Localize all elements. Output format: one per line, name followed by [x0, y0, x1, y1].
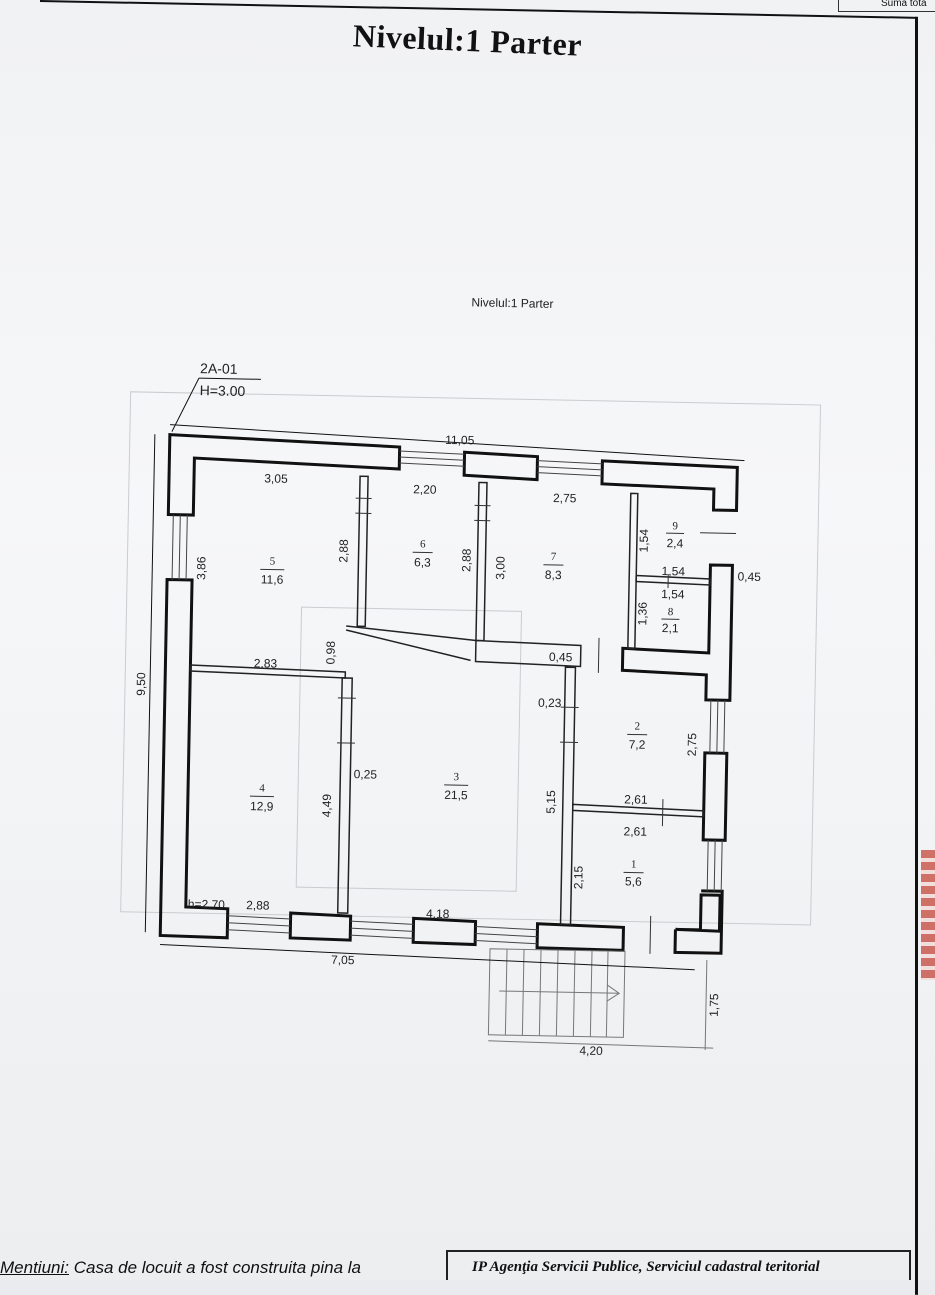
room-5: 5 11,6: [260, 555, 285, 586]
dim-220: 2,20: [413, 482, 437, 496]
red-stamp-edge: [921, 850, 935, 980]
dim-154b: 1,54: [662, 564, 686, 578]
room-2-number: 2: [634, 721, 640, 733]
dim-154c: 1,54: [661, 587, 685, 601]
room-9-area: 2,4: [666, 536, 683, 550]
room-5-number: 5: [270, 556, 276, 568]
dim-045b: 0,45: [549, 650, 573, 664]
dim-261b: 2,61: [624, 824, 648, 838]
room-4-number: 4: [259, 782, 265, 794]
room-4: 4 12,9: [250, 782, 275, 813]
height-note: h=2.70: [188, 897, 226, 912]
room-6: 6 6,3: [412, 538, 433, 569]
dim-136: 1,36: [635, 602, 649, 626]
dim-stair-width: 4,20: [579, 1044, 603, 1058]
room-7-area: 8,3: [545, 568, 562, 582]
dim-bottom-width: 7,05: [331, 953, 355, 967]
room-9: 9 2,4: [666, 520, 685, 550]
dim-stair-depth: 1,75: [707, 993, 721, 1017]
stair: [488, 949, 715, 1050]
dim-215: 2,15: [571, 865, 585, 889]
room-8-area: 2,1: [662, 621, 679, 635]
dim-275b: 2,75: [685, 733, 699, 757]
dim-418: 4,18: [426, 907, 450, 921]
room-8: 8 2,1: [661, 606, 680, 635]
room-7: 7 8,3: [543, 551, 564, 582]
dim-overall-width: 11,05: [445, 433, 475, 448]
dim-305: 3,05: [264, 471, 288, 485]
dim-overall-height: 9,50: [134, 672, 148, 696]
dim-300: 3,00: [493, 556, 507, 580]
dim-288a: 2,88: [336, 539, 350, 563]
room-6-area: 6,3: [414, 555, 431, 569]
notes-label: Mentiuni:: [0, 1258, 69, 1277]
outer-walls: [160, 435, 738, 954]
dim-261a: 2,61: [624, 792, 648, 806]
dim-025: 0,25: [354, 767, 378, 781]
room-8-number: 8: [668, 606, 674, 618]
room-3: 3 21,5: [444, 771, 469, 802]
ref-code: 2A-01: [200, 360, 238, 377]
dim-023: 0,23: [538, 696, 562, 710]
plan-subtitle: Nivelul:1 Parter: [471, 295, 553, 311]
agency-name: IP Agenţia Servicii Publice, Serviciul c…: [472, 1259, 820, 1275]
room-1-area: 5,6: [625, 874, 642, 888]
room-9-number: 9: [672, 520, 678, 532]
dim-098: 0,98: [323, 641, 337, 665]
dim-515: 5,15: [544, 790, 558, 814]
dim-449: 4,49: [320, 794, 334, 818]
room-2-area: 7,2: [629, 737, 646, 751]
dim-283: 2,83: [254, 656, 278, 670]
room-1: 1 5,6: [623, 858, 644, 888]
room-1-number: 1: [631, 859, 637, 871]
room-5-area: 11,6: [261, 572, 284, 586]
room-3-number: 3: [453, 771, 459, 783]
room-3-area: 21,5: [444, 788, 468, 802]
window-marks: [165, 447, 729, 948]
dim-275: 2,75: [553, 491, 577, 505]
notes-line: Mentiuni: Casa de locuit a fost construi…: [0, 1258, 361, 1278]
notes-text: Casa de locuit a fost construita pina la: [69, 1258, 361, 1277]
dim-045a: 0,45: [737, 570, 761, 584]
room-2: 2 7,2: [627, 720, 648, 751]
dim-386: 3,86: [194, 556, 208, 580]
room-7-number: 7: [551, 551, 557, 563]
ref-leader: [145, 377, 746, 970]
dim-288b: 2,88: [459, 548, 473, 572]
dim-154a: 1,54: [637, 529, 651, 553]
dim-288c: 2,88: [246, 898, 270, 912]
room-6-number: 6: [420, 538, 426, 550]
room-4-area: 12,9: [250, 799, 274, 813]
agency-box: IP Agenţia Servicii Publice, Serviciul c…: [446, 1250, 911, 1280]
ref-height: H=3.00: [200, 382, 246, 399]
